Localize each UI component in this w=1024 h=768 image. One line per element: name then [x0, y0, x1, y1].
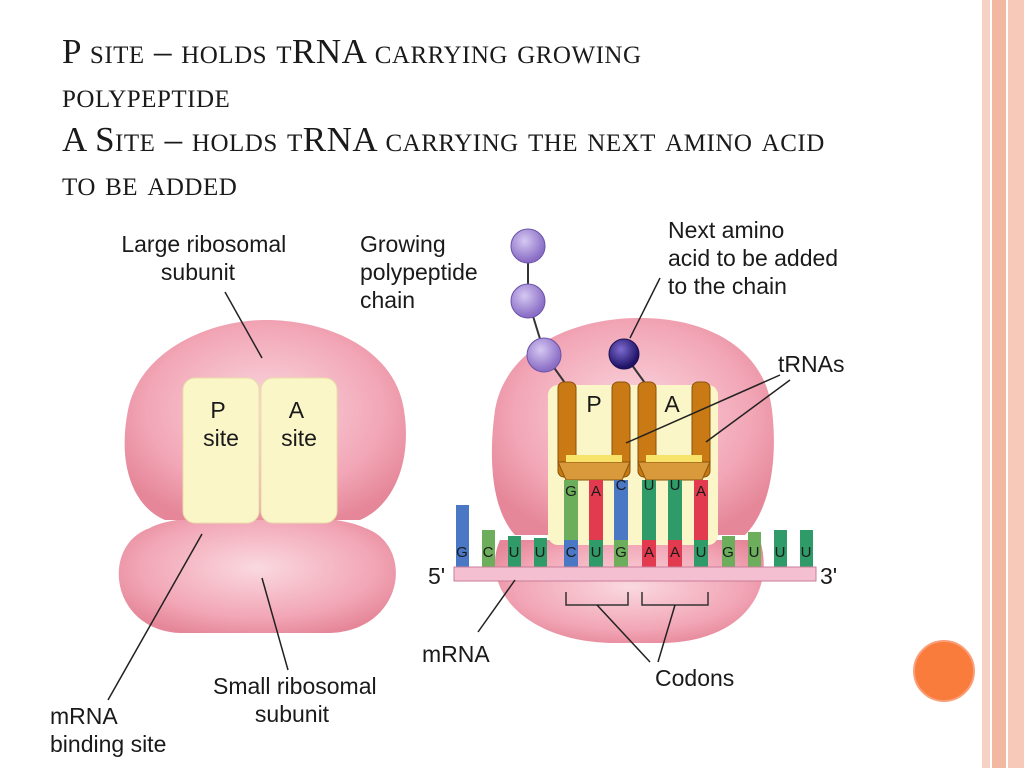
amino-acid [510, 283, 546, 319]
a-site-label: A site [281, 397, 317, 451]
mrna-base [642, 540, 656, 567]
trnas-label: tRNAs [778, 351, 844, 377]
pointer-line [477, 579, 516, 633]
mrna-base [456, 505, 469, 567]
codons-label: Codons [655, 665, 734, 691]
mrna-letter: U [775, 544, 786, 561]
stripe [992, 0, 1006, 768]
mrna-base [722, 536, 735, 567]
p-site-letter: P [586, 391, 601, 417]
anticodon-letter: C [616, 477, 627, 494]
pointer-line [629, 277, 661, 339]
mrna-base [694, 540, 708, 567]
mrna-base [748, 532, 761, 567]
pointer-line [625, 374, 781, 444]
anticodon-base [694, 480, 708, 556]
anticodon-base [668, 480, 682, 550]
mrna-letter: A [644, 544, 654, 561]
pointer-line [705, 379, 791, 443]
mrna-letter: G [722, 544, 734, 561]
mrna-base [614, 540, 628, 567]
a-site-trna [637, 381, 711, 481]
decorative-stripes [982, 0, 1024, 768]
a-site-box [260, 377, 338, 524]
mrna-label: mRNA [422, 641, 490, 667]
a-site-letter: A [664, 391, 680, 417]
anticodon-letter: A [591, 483, 601, 500]
right-ribosome: P A G A C U U A [360, 217, 844, 691]
title-line: A Site – holds tRNA carrying the next am… [62, 120, 825, 159]
pointer-line [596, 604, 651, 663]
amino-acid [526, 337, 562, 373]
anticodon-base [614, 480, 628, 552]
large-subunit-label: Large ribosomal subunit [121, 231, 292, 285]
anticodon-letter: G [565, 483, 577, 500]
pointer-line [261, 577, 289, 671]
anticodon-letter: U [644, 477, 655, 494]
p-site-label: P site [203, 397, 239, 451]
p-site-trna [557, 381, 631, 481]
next-amino-acid [608, 338, 640, 370]
mrna-base [800, 530, 813, 567]
small-subunit-shape [118, 514, 396, 633]
small-subunit-label: Small ribosomal subunit [213, 673, 383, 727]
stripe [1008, 0, 1024, 768]
ribosome-diagram: P site A site Large ribosomal subunit Sm… [50, 217, 844, 757]
pointer-line [107, 533, 203, 701]
title-line: polypeptide [62, 76, 231, 115]
mrna-letter: U [535, 544, 546, 561]
mrna-base [564, 540, 578, 567]
five-prime-label: 5' [428, 563, 445, 589]
anticodon-letter: A [696, 483, 706, 500]
mrna-base [774, 530, 787, 567]
mrna-letter: U [591, 544, 602, 561]
mrna-letter: U [749, 544, 760, 561]
decorative-circle [913, 640, 975, 702]
mrna-letter: U [696, 544, 707, 561]
anticodon-letters: G A C U U A [565, 477, 706, 500]
amino-acid [510, 228, 546, 264]
mrna-base [508, 536, 521, 567]
mrna-base [589, 540, 603, 567]
mrna-letters: G C U U C U G A A U G U U U [456, 544, 811, 561]
mrna-base [482, 530, 495, 567]
pointer-line [657, 604, 676, 663]
anticodon-base [589, 480, 603, 540]
mrna-strand [453, 566, 817, 582]
pointer-line [224, 291, 263, 359]
mrna-letter: A [670, 544, 680, 561]
mrna-base [668, 540, 682, 567]
title-line: to be added [62, 164, 238, 203]
mrna-bases [456, 505, 813, 567]
stripe [982, 0, 990, 768]
mrna-letter: C [483, 544, 494, 561]
mrna-letter: U [801, 544, 812, 561]
mrna-base [534, 538, 547, 567]
slide-title: P site – holds tRNA carrying growing pol… [62, 30, 982, 206]
growing-chain-label: Growing polypeptide chain [360, 231, 484, 313]
mrna-letter: C [566, 544, 577, 561]
mrna-letter: U [509, 544, 520, 561]
mrna-letter: G [615, 544, 627, 561]
p-site-box [182, 377, 260, 524]
title-line: P site – holds tRNA carrying growing [62, 32, 642, 71]
mrna-binding-site-label: mRNA binding site [50, 703, 166, 757]
next-amino-acid-label: Next amino acid to be added to the chain [668, 217, 844, 299]
three-prime-label: 3' [820, 563, 837, 589]
left-ribosome: P site A site Large ribosomal subunit Sm… [50, 231, 406, 757]
mrna-letter: G [456, 544, 468, 561]
anticodon-letter: U [670, 477, 681, 494]
